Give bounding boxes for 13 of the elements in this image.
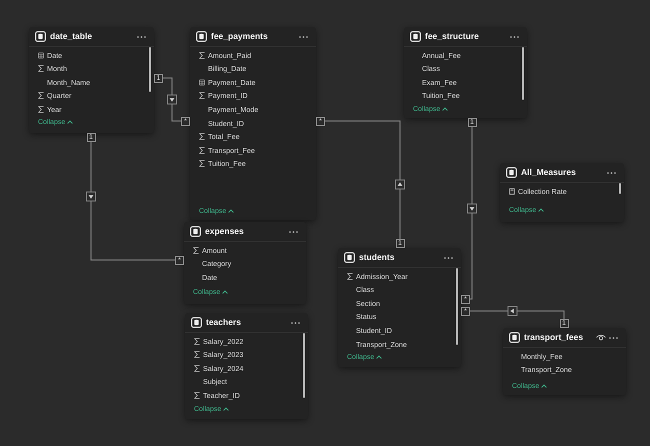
table-title: fee_structure [425,30,479,42]
relationship-line [324,120,405,240]
table-title: date_table [50,30,92,42]
table-title: All_Measures [521,166,576,178]
table-title: fee_payments [211,30,268,42]
relationship-line [86,142,176,260]
table-title: teachers [206,316,241,328]
relationship-line [470,306,564,320]
table-title: students [359,251,394,263]
table-title: expenses [205,225,244,237]
relationship-line [467,126,477,300]
table-title: transport_fees [524,331,584,343]
relationship-line [162,78,182,122]
